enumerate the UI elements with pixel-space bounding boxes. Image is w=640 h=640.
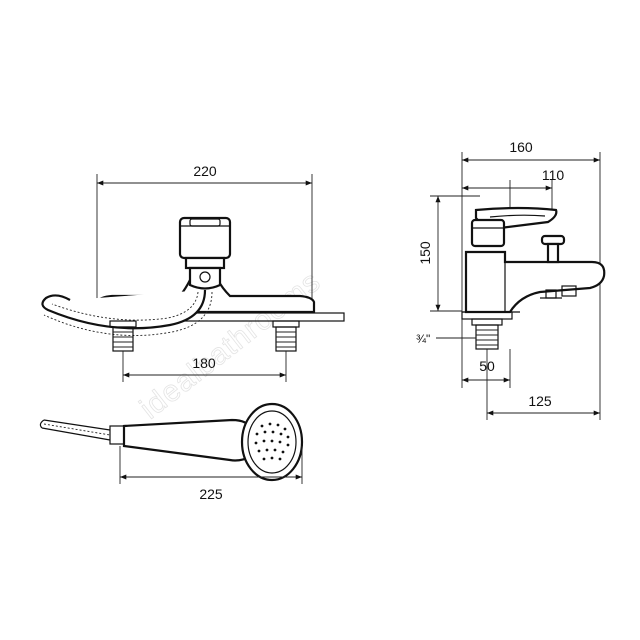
- watermark: idealbathrooms: [134, 265, 327, 426]
- dim-label-thread: ¾": [416, 332, 430, 346]
- dim-label-225: 225: [199, 486, 223, 502]
- tail-left: [109, 320, 137, 352]
- spray-holes: [254, 422, 290, 461]
- dim-label-125: 125: [528, 393, 552, 409]
- dim-label-220: 220: [193, 163, 217, 179]
- shower-hose: [41, 289, 207, 330]
- side-view: 160 110 150 ¾: [416, 139, 606, 420]
- front-view: 220: [41, 163, 345, 382]
- handset-grip: [122, 418, 254, 462]
- diverter-knob: [540, 234, 566, 246]
- side-handle-head: [470, 218, 506, 248]
- dim-label-150: 150: [417, 241, 433, 265]
- lever-handle: [178, 216, 232, 260]
- side-body: [464, 250, 606, 314]
- dim-label-160: 160: [509, 139, 533, 155]
- hand-shower-view: 225: [39, 402, 304, 502]
- dim-label-180: 180: [192, 355, 216, 371]
- diverter-stem: [546, 242, 560, 264]
- hose-connector: [109, 425, 125, 445]
- dim-label-110: 110: [542, 167, 565, 183]
